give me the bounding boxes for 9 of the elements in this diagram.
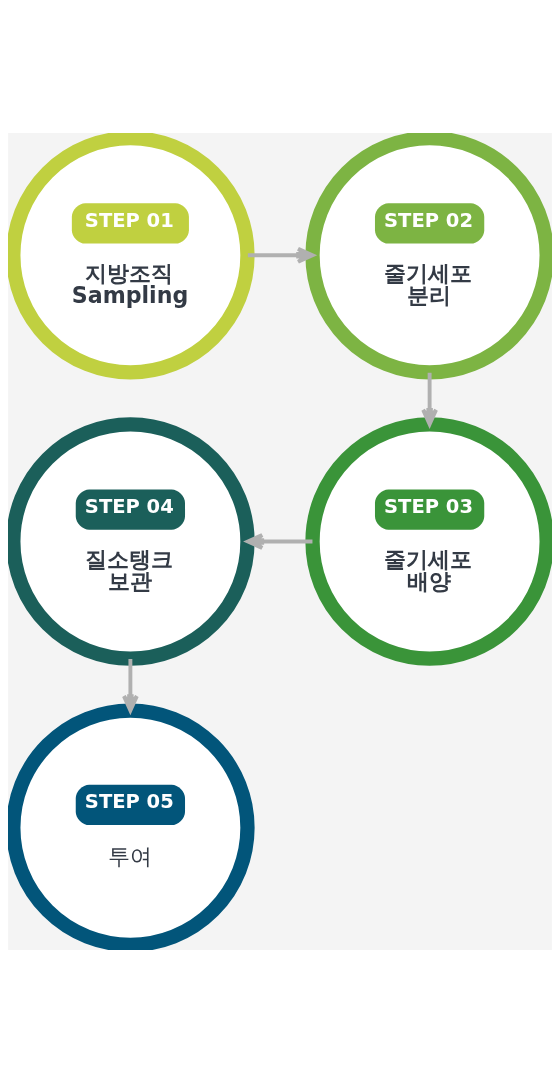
node-circle: STEP 04 질소탱크 보관 (8, 416, 255, 666)
node-circle: STEP 01 지방조직 Sampling (8, 132, 255, 380)
arrow (247, 246, 315, 264)
arrow (245, 532, 313, 550)
arrow (122, 658, 139, 712)
node-circle: STEP 05 투여 (8, 702, 255, 950)
node-circle: STEP 02 줄기세포 분리 (305, 132, 552, 380)
node-circle: STEP 03 줄기세포 배양 (305, 416, 552, 666)
arrow (421, 372, 438, 426)
